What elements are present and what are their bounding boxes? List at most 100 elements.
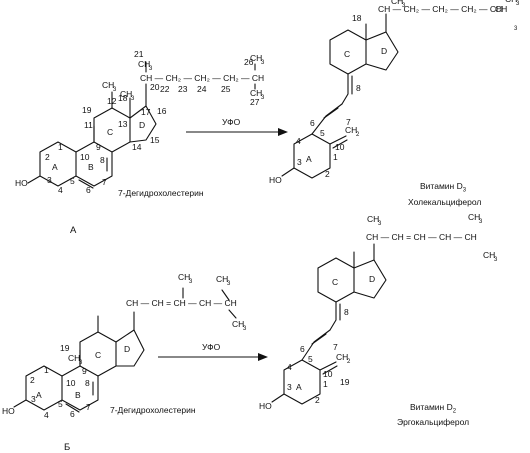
d3-c10-ch2-db [332, 139, 348, 149]
ring-d-label-d3: D [381, 46, 387, 56]
methyl-21-d2: CH [367, 214, 379, 224]
atom-num-dhc1-7: 7 [102, 177, 107, 187]
side-chain-dhc1: CH — CH₂ — CH₂ — CH₂ — CH [140, 73, 264, 83]
atom-num-dhc1-11: 11 [84, 120, 93, 130]
oh-label-d3: HO [269, 175, 282, 185]
atom-num-d3-8: 8 [356, 83, 361, 93]
methyl-19-sub-dhc2: 3 [79, 360, 83, 366]
atom-num-dhc1-1: 1 [58, 142, 63, 152]
caption-dhc-a: 7-Дегидрохолестерин [118, 188, 204, 198]
atom-num-dhc1-24: 24 [197, 84, 207, 94]
caption-d2-trivial: Эргокальциферол [397, 417, 469, 427]
atom-num-dhc2-2: 2 [30, 375, 35, 385]
caption-d3-trivial: Холекальциферол [408, 197, 481, 207]
methyl-26-sub-dhc2: 3 [227, 281, 231, 287]
dhc2-ring-c [79, 331, 117, 377]
d3-c10-ch2 [329, 135, 347, 145]
atom-num-dhc1-8: 8 [100, 155, 105, 165]
terminal-ch-d3: CH [495, 4, 507, 14]
atom-num-d2-6: 6 [300, 344, 305, 354]
atom-num-d3-18: 18 [352, 13, 362, 23]
methyl-26-dhc1: CH [250, 53, 262, 63]
atom-num-dhc1-14: 14 [132, 142, 142, 152]
methyl-21-d3: CH [391, 0, 403, 6]
ring-c-label-d2: C [332, 277, 338, 287]
atom-num-d2-8: 8 [344, 307, 349, 317]
d2-ring-d [353, 259, 387, 299]
methyl-21-dhc1: CH [138, 59, 150, 69]
atom-num-dhc1-3: 3 [47, 175, 52, 185]
atom-num-dhc1-9: 9 [96, 142, 101, 152]
ring-a-label-d2: A [296, 382, 302, 392]
section-label-a: А [70, 225, 77, 236]
atom-num-dhc1-26: 26 [244, 57, 254, 67]
atom-num-d3-5: 5 [320, 128, 325, 138]
atom-num-dhc1-25: 25 [221, 84, 231, 94]
atom-num-dhc1-13: 13 [118, 119, 128, 129]
ring-c-label-dhc1: C [107, 127, 113, 137]
dhc2-oh-bond [13, 399, 27, 408]
atom-num-d2-10: 10 [323, 369, 333, 379]
section-label-b: Б [64, 442, 70, 453]
side-chain-dhc2: CH — CH = CH — CH — CH [126, 298, 237, 308]
atom-num-dhc1-16: 16 [157, 106, 167, 116]
side-chain-d3: CH — CH₂ — CH₂ — CH₂ — CH [378, 4, 502, 14]
methyl-27-dhc1: CH [250, 88, 262, 98]
atom-num-dhc1-12: 12 [107, 96, 117, 106]
d3-ring-d [365, 31, 399, 71]
methyl-18-dhc1: CH [120, 89, 132, 99]
atom-num-d3-3: 3 [297, 157, 302, 167]
atom-num-dhc1-20: 20 [150, 82, 160, 92]
d3-c8 [341, 73, 349, 105]
atom-num-d3-1: 1 [333, 152, 338, 162]
atom-num-d2-3: 3 [287, 382, 292, 392]
d2-c10-ch2-db [322, 365, 338, 375]
bond-25-26-dhc2 [221, 289, 230, 301]
methyl-19-dhc1: CH [102, 80, 114, 90]
atom-num-dhc2-6: 6 [70, 409, 75, 419]
atom-num-dhc1-18: 18 [118, 93, 128, 103]
atom-num-dhc2-10: 10 [66, 378, 76, 388]
methyl-21-sub-dhc1: 3 [149, 66, 153, 72]
atom-num-d3-4: 4 [296, 136, 301, 146]
ch2-label-d2: CH [336, 352, 348, 362]
atom-num-dhc2-5: 5 [58, 399, 63, 409]
d2-oh-bond [271, 393, 285, 403]
methyl-24-dhc2: CH [178, 272, 190, 282]
d2-c8 [329, 301, 337, 331]
ring-a-label-d3: A [306, 154, 312, 164]
methyl-26-dhc2: CH [216, 274, 228, 284]
atom-num-dhc2-7: 7 [86, 402, 91, 412]
atom-num-d2-2: 2 [315, 395, 320, 405]
methyl-26-sub-d2: 3 [479, 219, 483, 225]
ring-a-label-dhc1: A [52, 162, 58, 172]
atom-num-dhc1-27: 27 [250, 97, 260, 107]
d2-c10-ch2 [319, 361, 337, 371]
ring-a-label-dhc2: A [36, 390, 42, 400]
methyl-26-sub-dhc1: 3 [261, 60, 265, 66]
atom-num-d2-5: 5 [308, 354, 313, 364]
atom-num-d2-4: 4 [287, 362, 292, 372]
ring-c-label-dhc2: C [95, 350, 101, 360]
oh-label: HO [15, 178, 28, 188]
methyl-19-dhc2: CH [68, 353, 80, 363]
oh-label-dhc2: HO [2, 406, 15, 416]
methyl-21-sub-d3: 3 [402, 3, 406, 9]
caption-d3-name: Витамин D3 [420, 181, 467, 194]
methyl-24-sub-dhc2: 3 [189, 279, 193, 285]
atom-num-dhc1-4: 4 [58, 185, 63, 195]
methyl-21-sub-d2: 3 [378, 221, 382, 227]
atom-num-dhc1-10: 10 [80, 152, 90, 162]
atom-num-dhc2-4: 4 [44, 410, 49, 420]
d3-oh-bond [281, 167, 295, 177]
dhc2-ring-b [61, 365, 99, 411]
d2-linker-db [311, 333, 327, 345]
atom-num-d2-1: 1 [323, 379, 328, 389]
ring-d-label-d2: D [369, 274, 375, 284]
methyl-26-sub-d3: 3 [516, 1, 520, 7]
ring-d-label-dhc1: D [139, 120, 145, 130]
dhc-molecule-top [27, 83, 157, 189]
atom-num-dhc1-23: 23 [178, 84, 188, 94]
caption-d2-name: Витамин D2 [410, 402, 457, 415]
